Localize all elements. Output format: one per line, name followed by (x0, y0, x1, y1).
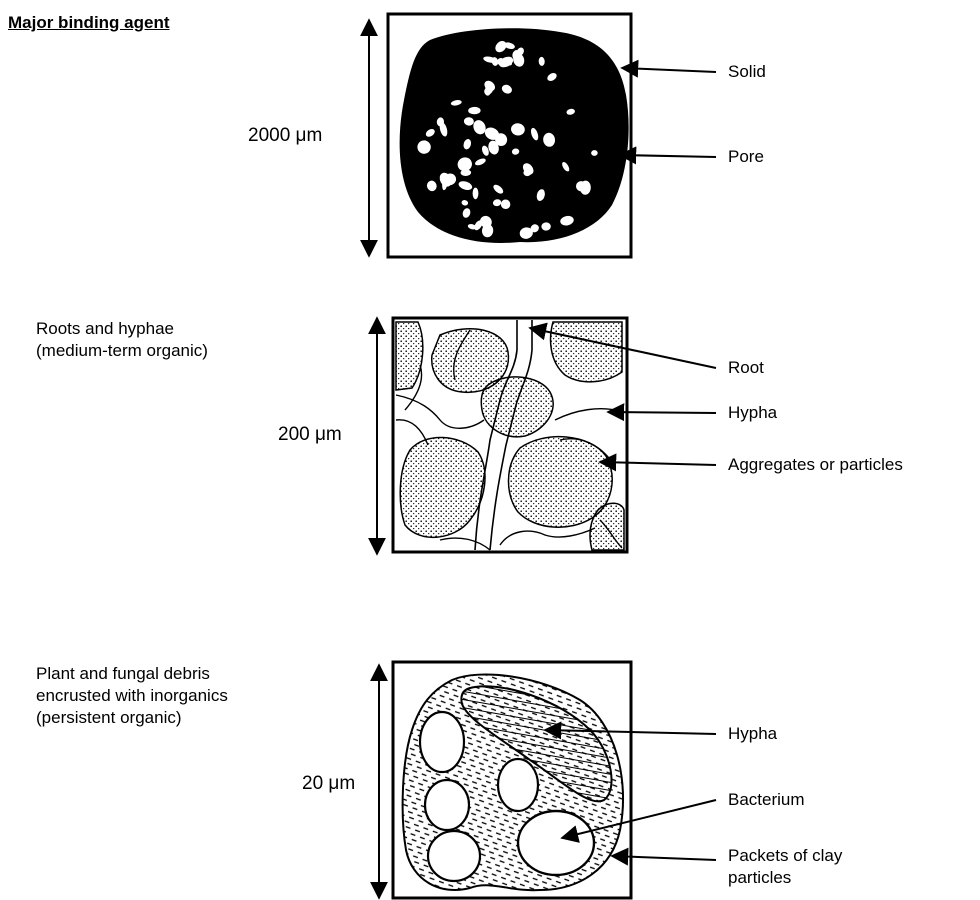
level-1-group (369, 14, 716, 257)
title-persistent-organic: Plant and fungal debris encrusted with i… (36, 663, 228, 729)
title-line: Roots and hyphae (36, 318, 208, 340)
label-bacterium: Bacterium (728, 789, 805, 811)
pore-hole (473, 188, 479, 200)
bacterium-void (420, 712, 464, 772)
label-root: Root (728, 357, 764, 379)
pore-arrow (620, 155, 716, 157)
bacterium-void (425, 780, 469, 830)
scale-label-20: 20 μm (302, 773, 355, 795)
level-3-group (379, 662, 716, 898)
label-line: particles (728, 867, 842, 889)
level-2-group (377, 318, 716, 554)
label-aggregates: Aggregates or particles (728, 454, 903, 476)
label-solid: Solid (728, 61, 766, 83)
heading-major-binding-agent: Major binding agent (8, 12, 170, 34)
label-hypha-3: Hypha (728, 723, 777, 745)
scale-label-200: 200 μm (278, 424, 342, 446)
label-line: Packets of clay (728, 845, 842, 867)
title-line: Plant and fungal debris (36, 663, 228, 685)
bacterium-void (428, 831, 480, 881)
bacterium-void (498, 759, 538, 811)
label-hypha: Hypha (728, 402, 777, 424)
title-roots-hyphae: Roots and hyphae (medium-term organic) (36, 318, 208, 362)
scale-label-2000: 2000 μm (248, 125, 322, 147)
title-line: (persistent organic) (36, 707, 228, 729)
title-line: encrusted with inorganics (36, 685, 228, 707)
label-clay-packets: Packets of clay particles (728, 845, 842, 889)
label-pore: Pore (728, 146, 764, 168)
title-line: (medium-term organic) (36, 340, 208, 362)
bacterium (518, 811, 594, 875)
solid-arrow (622, 68, 716, 72)
hypha-arrow-2 (608, 412, 716, 413)
